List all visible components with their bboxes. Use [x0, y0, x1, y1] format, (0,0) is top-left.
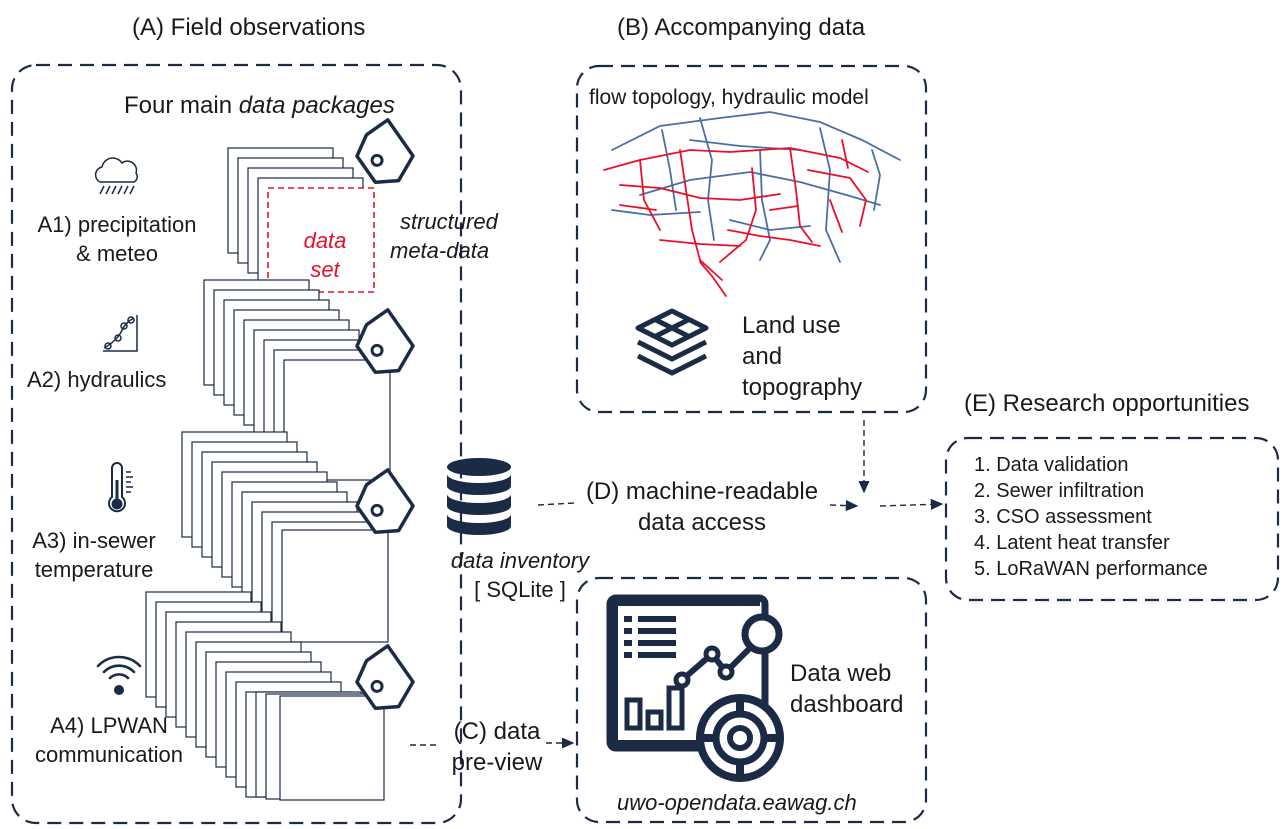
data-set-line2: set — [310, 257, 340, 282]
research-item: 4. Latent heat transfer — [974, 532, 1170, 554]
dashboard-url: uwo-opendata.eawag.ch — [617, 790, 857, 815]
field-observations-title: (A) Field observations — [132, 14, 366, 41]
layers-icon — [635, 308, 709, 376]
a2-label: A2) hydraulics — [27, 367, 167, 392]
data-packages-italic: data packages — [238, 92, 395, 119]
inventory-label: data inventory [ SQLite ] — [440, 546, 600, 604]
section-c-line2: pre-view — [451, 749, 543, 776]
dashboard-icon — [606, 594, 784, 782]
network-map — [603, 111, 901, 297]
a3-line1: A3) in-sewer — [32, 528, 156, 553]
a3-line2: temperature — [34, 557, 154, 582]
hydraulics-curve-icon — [103, 315, 138, 352]
preview-label: (C) data pre-view — [440, 716, 554, 778]
data-set-line1: data — [303, 228, 347, 253]
database-icon — [447, 458, 511, 535]
accompanying-data-box — [575, 64, 928, 414]
dashboard-line2: dashboard — [790, 691, 904, 718]
data-packages-prefix: Four main — [124, 92, 239, 119]
accompanying-data-title: (B) Accompanying data — [617, 14, 866, 41]
field-observations-box — [10, 63, 463, 825]
section-d-line2: data access — [637, 509, 767, 536]
section-c-line1: (C) data — [453, 718, 541, 745]
a1-line2: & meteo — [76, 241, 158, 266]
inventory-line2: [ SQLite ] — [474, 577, 566, 602]
a4-label: A4) LPWAN communication — [24, 711, 194, 769]
map-caption: flow topology, hydraulic model — [589, 86, 869, 109]
dashboard-line1: Data web — [790, 660, 892, 687]
meta-line2: meta-data — [390, 238, 490, 263]
data-packages-heading: Four main data packages — [124, 92, 395, 120]
a1-label: A1) precipitation & meteo — [24, 210, 210, 268]
dashboard-label: Data web dashboard — [790, 658, 903, 720]
research-item: 5. LoRaWAN performance — [974, 558, 1208, 580]
data-package-stack-a2 — [203, 279, 391, 481]
data-set-label: data set — [290, 226, 360, 284]
research-opportunities-title: (E) Research opportunities — [964, 390, 1250, 417]
research-list: 1. Data validation 2. Sewer infiltration… — [974, 452, 1208, 582]
research-item: 1. Data validation — [974, 454, 1129, 476]
research-item: 3. CSO assessment — [974, 506, 1152, 528]
a1-line1: A1) precipitation — [37, 212, 197, 237]
land-use-label: Land use and topography — [742, 310, 862, 403]
data-package-stack-a3 — [181, 431, 389, 643]
land-line3: topography — [742, 374, 863, 401]
data-package-stack-a4 — [145, 591, 385, 801]
inventory-to-research-arrow — [537, 503, 857, 506]
wireless-signal-icon — [96, 655, 142, 695]
land-line2: and — [742, 343, 783, 370]
inventory-line1: data inventory — [450, 548, 590, 573]
preview-arrow — [410, 743, 573, 745]
a4-line1: A4) LPWAN — [50, 713, 168, 738]
meta-line1: structured — [400, 209, 498, 234]
thermometer-icon — [108, 462, 133, 513]
section-d-line1: (D) machine-readable — [585, 478, 819, 505]
a4-line2: communication — [35, 742, 183, 767]
research-item: 2. Sewer infiltration — [974, 480, 1145, 502]
data-set-page — [267, 187, 375, 293]
a3-label: A3) in-sewer temperature — [24, 526, 164, 584]
machine-readable-label: (D) machine-readable data access — [570, 476, 834, 538]
merge-to-research-arrow — [879, 498, 944, 510]
rain-cloud-icon — [94, 157, 138, 195]
meta-data-label: structured meta-data — [390, 207, 498, 265]
land-line1: Land use — [742, 312, 841, 339]
research-opportunities-box — [944, 436, 1280, 602]
dashboard-box — [575, 576, 928, 824]
